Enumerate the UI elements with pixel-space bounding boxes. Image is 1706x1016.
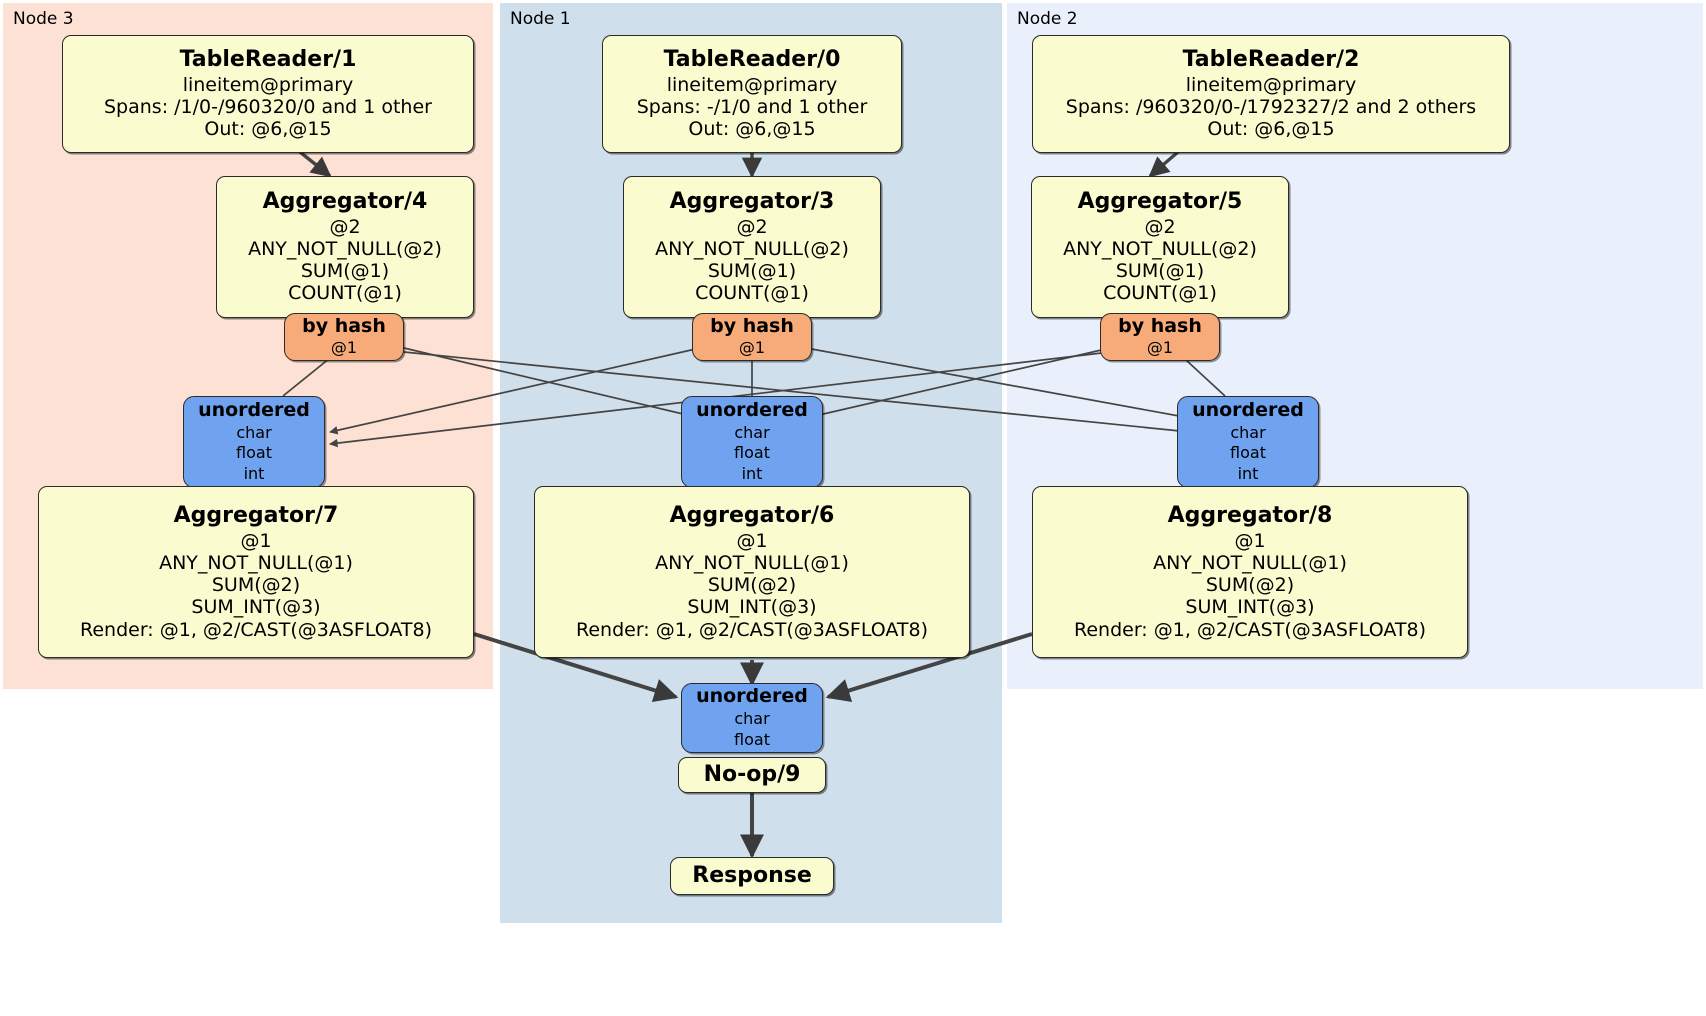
aggregator-func-1: ANY_NOT_NULL(@1) — [655, 551, 849, 574]
node-panel-label-node3: Node 3 — [13, 9, 74, 29]
aggregator-group-cols: @2 — [1144, 215, 1176, 238]
receiver-type-1: char — [734, 422, 770, 442]
processor-aggregator-4[interactable]: Aggregator/4 @2 ANY_NOT_NULL(@2) SUM(@1)… — [216, 176, 474, 318]
processor-out: Out: @6,@15 — [1207, 118, 1335, 141]
router-title: by hash — [710, 314, 794, 337]
router-title: unordered — [696, 398, 808, 421]
processor-out: Out: @6,@15 — [204, 118, 332, 141]
processor-aggregator-6[interactable]: Aggregator/6 @1 ANY_NOT_NULL(@1) SUM(@2)… — [534, 486, 970, 658]
aggregator-render: Render: @1, @2/CAST(@3ASFLOAT8) — [1074, 618, 1426, 641]
processor-tablereader-2[interactable]: TableReader/2 lineitem@primary Spans: /9… — [1032, 35, 1510, 153]
aggregator-func-2: SUM(@1) — [1115, 260, 1205, 283]
processor-title: No-op/9 — [703, 761, 801, 787]
router-hash-key: @1 — [330, 338, 358, 358]
receiver-type-2: float — [734, 443, 770, 463]
processor-title: Aggregator/7 — [173, 503, 339, 529]
aggregator-func-3: SUM_INT(@3) — [1185, 596, 1315, 619]
processor-title: Aggregator/8 — [1167, 503, 1333, 529]
aggregator-group-cols: @2 — [329, 215, 361, 238]
receiver-type-1: char — [734, 709, 770, 729]
router-hash-key: @1 — [1146, 338, 1174, 358]
processor-table: lineitem@primary — [182, 73, 354, 96]
receiver-type-3: int — [1237, 464, 1259, 484]
processor-title: TableReader/0 — [663, 47, 841, 73]
router-title: unordered — [696, 685, 808, 708]
node-panel-label-node2: Node 2 — [1017, 9, 1078, 29]
router-title: by hash — [302, 314, 386, 337]
processor-table: lineitem@primary — [1185, 73, 1357, 96]
processor-aggregator-8[interactable]: Aggregator/8 @1 ANY_NOT_NULL(@1) SUM(@2)… — [1032, 486, 1468, 658]
receiver-type-1: char — [1230, 422, 1266, 442]
aggregator-func-1: ANY_NOT_NULL(@1) — [159, 551, 353, 574]
node-panel-label-node1: Node 1 — [510, 9, 571, 29]
processor-title: TableReader/2 — [1182, 47, 1360, 73]
receiver-unordered-aggregator-7[interactable]: unordered char float int — [183, 396, 325, 488]
processor-title: TableReader/1 — [179, 47, 357, 73]
aggregator-func-1: ANY_NOT_NULL(@1) — [1153, 551, 1347, 574]
hash-router-aggregator-5[interactable]: by hash @1 — [1100, 313, 1220, 361]
processor-aggregator-7[interactable]: Aggregator/7 @1 ANY_NOT_NULL(@1) SUM(@2)… — [38, 486, 474, 658]
aggregator-func-3: SUM_INT(@3) — [687, 596, 817, 619]
aggregator-func-1: ANY_NOT_NULL(@2) — [248, 237, 442, 260]
processor-title: Aggregator/3 — [669, 189, 835, 215]
hash-router-aggregator-3[interactable]: by hash @1 — [692, 313, 812, 361]
receiver-type-1: char — [236, 422, 272, 442]
processor-tablereader-0[interactable]: TableReader/0 lineitem@primary Spans: -/… — [602, 35, 902, 153]
processor-title: Aggregator/6 — [669, 503, 835, 529]
processor-aggregator-5[interactable]: Aggregator/5 @2 ANY_NOT_NULL(@2) SUM(@1)… — [1031, 176, 1289, 318]
aggregator-func-2: SUM(@1) — [707, 260, 797, 283]
receiver-type-2: float — [1230, 443, 1266, 463]
aggregator-func-3: COUNT(@1) — [695, 282, 809, 305]
receiver-unordered-aggregator-6[interactable]: unordered char float int — [681, 396, 823, 488]
aggregator-group-cols: @1 — [240, 529, 272, 552]
receiver-type-2: float — [734, 729, 770, 749]
router-title: unordered — [1192, 398, 1304, 421]
aggregator-group-cols: @2 — [736, 215, 768, 238]
aggregator-group-cols: @1 — [1234, 529, 1266, 552]
aggregator-func-3: SUM_INT(@3) — [191, 596, 321, 619]
processor-title: Aggregator/5 — [1077, 189, 1243, 215]
aggregator-func-3: COUNT(@1) — [288, 282, 402, 305]
processor-noop-9[interactable]: No-op/9 — [678, 757, 826, 793]
router-title: unordered — [198, 398, 310, 421]
receiver-unordered-final[interactable]: unordered char float — [681, 683, 823, 753]
processor-spans: Spans: -/1/0 and 1 other — [636, 96, 868, 119]
receiver-type-3: int — [741, 464, 763, 484]
processor-tablereader-1[interactable]: TableReader/1 lineitem@primary Spans: /1… — [62, 35, 474, 153]
router-hash-key: @1 — [738, 338, 766, 358]
receiver-unordered-aggregator-8[interactable]: unordered char float int — [1177, 396, 1319, 488]
processor-title: Aggregator/4 — [262, 189, 428, 215]
processor-table: lineitem@primary — [666, 73, 838, 96]
aggregator-func-2: SUM(@2) — [1205, 574, 1295, 597]
processor-aggregator-3[interactable]: Aggregator/3 @2 ANY_NOT_NULL(@2) SUM(@1)… — [623, 176, 881, 318]
receiver-type-2: float — [236, 443, 272, 463]
aggregator-func-3: COUNT(@1) — [1103, 282, 1217, 305]
hash-router-aggregator-4[interactable]: by hash @1 — [284, 313, 404, 361]
aggregator-func-1: ANY_NOT_NULL(@2) — [1063, 237, 1257, 260]
processor-spans: Spans: /960320/0-/1792327/2 and 2 others — [1065, 96, 1477, 119]
aggregator-render: Render: @1, @2/CAST(@3ASFLOAT8) — [80, 618, 432, 641]
aggregator-func-2: SUM(@2) — [707, 574, 797, 597]
router-title: by hash — [1118, 314, 1202, 337]
aggregator-func-2: SUM(@2) — [211, 574, 301, 597]
processor-spans: Spans: /1/0-/960320/0 and 1 other — [104, 96, 432, 119]
receiver-type-3: int — [243, 464, 265, 484]
aggregator-render: Render: @1, @2/CAST(@3ASFLOAT8) — [576, 618, 928, 641]
aggregator-func-2: SUM(@1) — [300, 260, 390, 283]
aggregator-func-1: ANY_NOT_NULL(@2) — [655, 237, 849, 260]
aggregator-group-cols: @1 — [736, 529, 768, 552]
processor-title: Response — [692, 862, 812, 888]
processor-out: Out: @6,@15 — [688, 118, 816, 141]
processor-response[interactable]: Response — [670, 857, 834, 895]
